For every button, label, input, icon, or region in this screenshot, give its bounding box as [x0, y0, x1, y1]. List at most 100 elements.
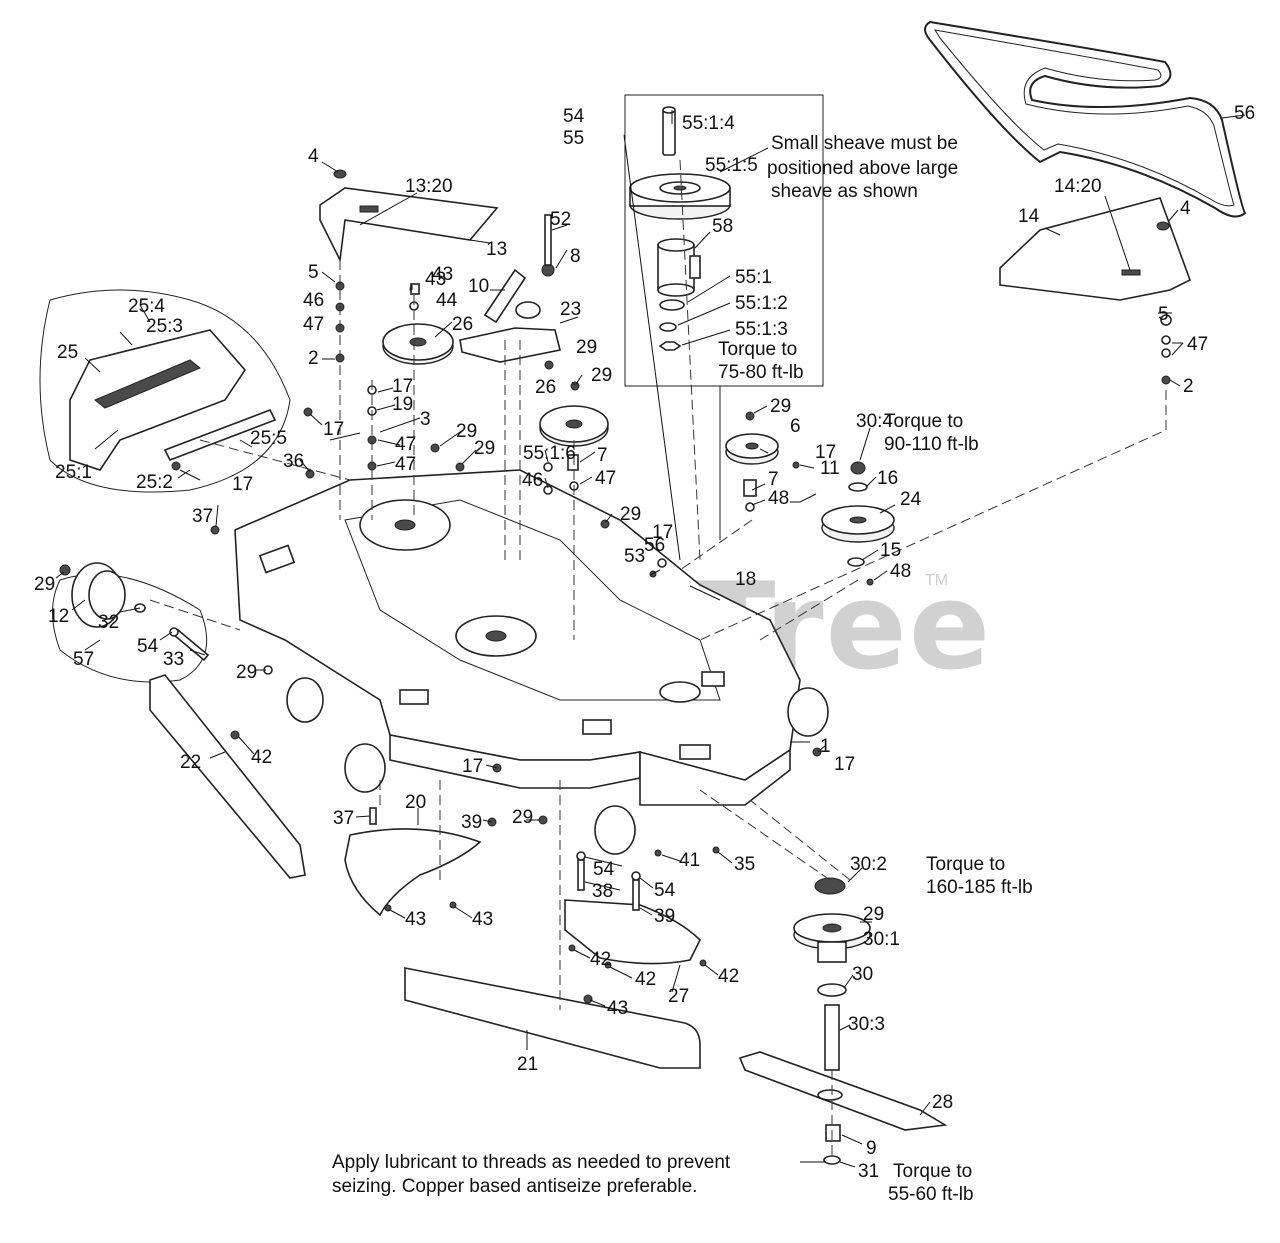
callout-label: 29	[236, 662, 257, 683]
callout-label: 52	[550, 209, 571, 230]
callout-label: 46	[522, 470, 543, 491]
baffle-21	[404, 967, 701, 1069]
callout-label: 43	[405, 909, 426, 930]
callout-label: 20	[405, 792, 426, 813]
callout-label: 56	[1234, 103, 1255, 124]
callout-label: 17	[232, 474, 253, 495]
callout-label: 27	[668, 986, 689, 1007]
callout-label: 43	[472, 909, 493, 930]
sheave-note-line-3: sheave as shown	[771, 181, 918, 202]
callout-label: 18	[735, 569, 756, 590]
torque-32-line-1: Torque to	[893, 1161, 972, 1182]
watermark-trademark: TM	[925, 572, 948, 589]
callout-label: 38	[592, 881, 613, 902]
callout-label: 28	[932, 1092, 953, 1113]
callout-label: 43	[432, 264, 453, 285]
callout-label: 4	[308, 146, 319, 167]
callout-label: 5	[1158, 304, 1169, 325]
callout-label: 42	[590, 949, 611, 970]
callout-label: 55:1:3	[735, 319, 788, 340]
callout-label: 3	[420, 409, 431, 430]
callout-label: 36	[283, 451, 304, 472]
callout-label: 25	[57, 342, 78, 363]
callout-label: 17	[462, 756, 483, 777]
callout-label: 2	[308, 348, 319, 369]
callout-label: 54	[563, 106, 585, 127]
callout-label: 47	[303, 314, 324, 335]
callout-label: 25:2	[136, 472, 173, 493]
callout-label: 39	[461, 812, 482, 833]
callout-label: 4	[1180, 198, 1191, 219]
callout-label: 21	[517, 1054, 538, 1075]
bearing-housing-59	[657, 238, 701, 297]
callout-label: 26	[452, 314, 473, 335]
callout-label: 6	[790, 416, 801, 437]
callout-label: 57	[73, 649, 94, 670]
torque-31-line-2: 90-110 ft-lb	[884, 434, 979, 455]
spindle-shaft-55-1-5	[662, 106, 676, 156]
discharge-chute-group-25	[39, 289, 291, 493]
torque-31-line-1: Torque to	[884, 411, 963, 432]
assembly-lines	[149, 159, 1167, 1160]
callout-labels: 1 2 2 3 4 4 5 5 6 7 7 8 9 10 11 12 13 13…	[34, 103, 1255, 1182]
callout-label: 43	[425, 269, 446, 290]
idler-arm-23	[459, 301, 561, 363]
callout-label: 54	[593, 859, 615, 880]
callout-label: 47	[395, 434, 416, 455]
callout-label: 11	[820, 458, 840, 479]
callout-label: 25:4	[128, 296, 165, 317]
callout-label: 31	[858, 1161, 879, 1182]
callout-label: 42	[718, 966, 739, 987]
callout-label: 47	[395, 454, 416, 475]
callout-label: 32	[98, 612, 119, 633]
callout-label: 42	[635, 969, 656, 990]
callout-label: 55:1:4	[682, 113, 735, 134]
callout-label: 2	[1183, 376, 1194, 397]
callout-label: 29	[474, 438, 495, 459]
sheave-note-line-1: Small sheave must be	[771, 133, 958, 154]
callout-label: 55:1:5	[705, 155, 758, 176]
callout-label: 55	[563, 128, 584, 149]
baffle-22	[149, 674, 306, 879]
callout-label: 55:1:6	[523, 443, 576, 464]
callout-label: 54	[137, 636, 159, 657]
callout-label: 16	[877, 468, 898, 489]
callout-label: 30	[852, 964, 873, 985]
spindle-kit-box	[624, 94, 824, 540]
callout-label: 14:20	[1054, 176, 1102, 197]
callout-label: 26	[535, 377, 556, 398]
leader-lines	[55, 110, 1246, 1168]
callout-label: 25:5	[250, 428, 287, 449]
callout-label: 22	[180, 752, 201, 773]
callout-label: 37	[192, 506, 213, 527]
callout-label: 44	[436, 290, 458, 311]
callout-label: 53	[624, 546, 645, 567]
callout-label: 33	[163, 649, 184, 670]
callout-label: 35	[734, 854, 755, 875]
pulley-26-right	[539, 405, 609, 447]
callout-label: 25:1	[55, 462, 92, 483]
torque-55-line-2: 75-80 ft-lb	[718, 362, 804, 383]
callout-label: 29	[863, 904, 884, 925]
spring-10	[483, 268, 527, 324]
callout-label: 48	[768, 488, 789, 509]
callout-label: 23	[560, 299, 581, 320]
callout-label: 24	[900, 489, 922, 510]
callout-label: 30:4	[856, 411, 893, 432]
washer-55-1-3	[659, 322, 677, 332]
callout-label: 17	[392, 376, 413, 397]
callout-label: 10	[468, 276, 489, 297]
callout-label: 55:1:2	[735, 293, 788, 314]
callout-label: 17	[834, 754, 855, 775]
callout-label: 29	[591, 365, 612, 386]
bearing-15	[847, 557, 865, 567]
callout-label: 29	[770, 396, 791, 417]
callout-label: 30:2	[850, 854, 887, 875]
callout-label: 7	[597, 445, 608, 466]
sheave-55-1-6	[629, 173, 731, 220]
callout-label: 48	[890, 561, 911, 582]
spindle-30-group	[793, 877, 871, 1071]
lubricant-note-line-1: Apply lubricant to threads as needed to …	[332, 1152, 731, 1173]
pulley-6	[725, 433, 779, 465]
